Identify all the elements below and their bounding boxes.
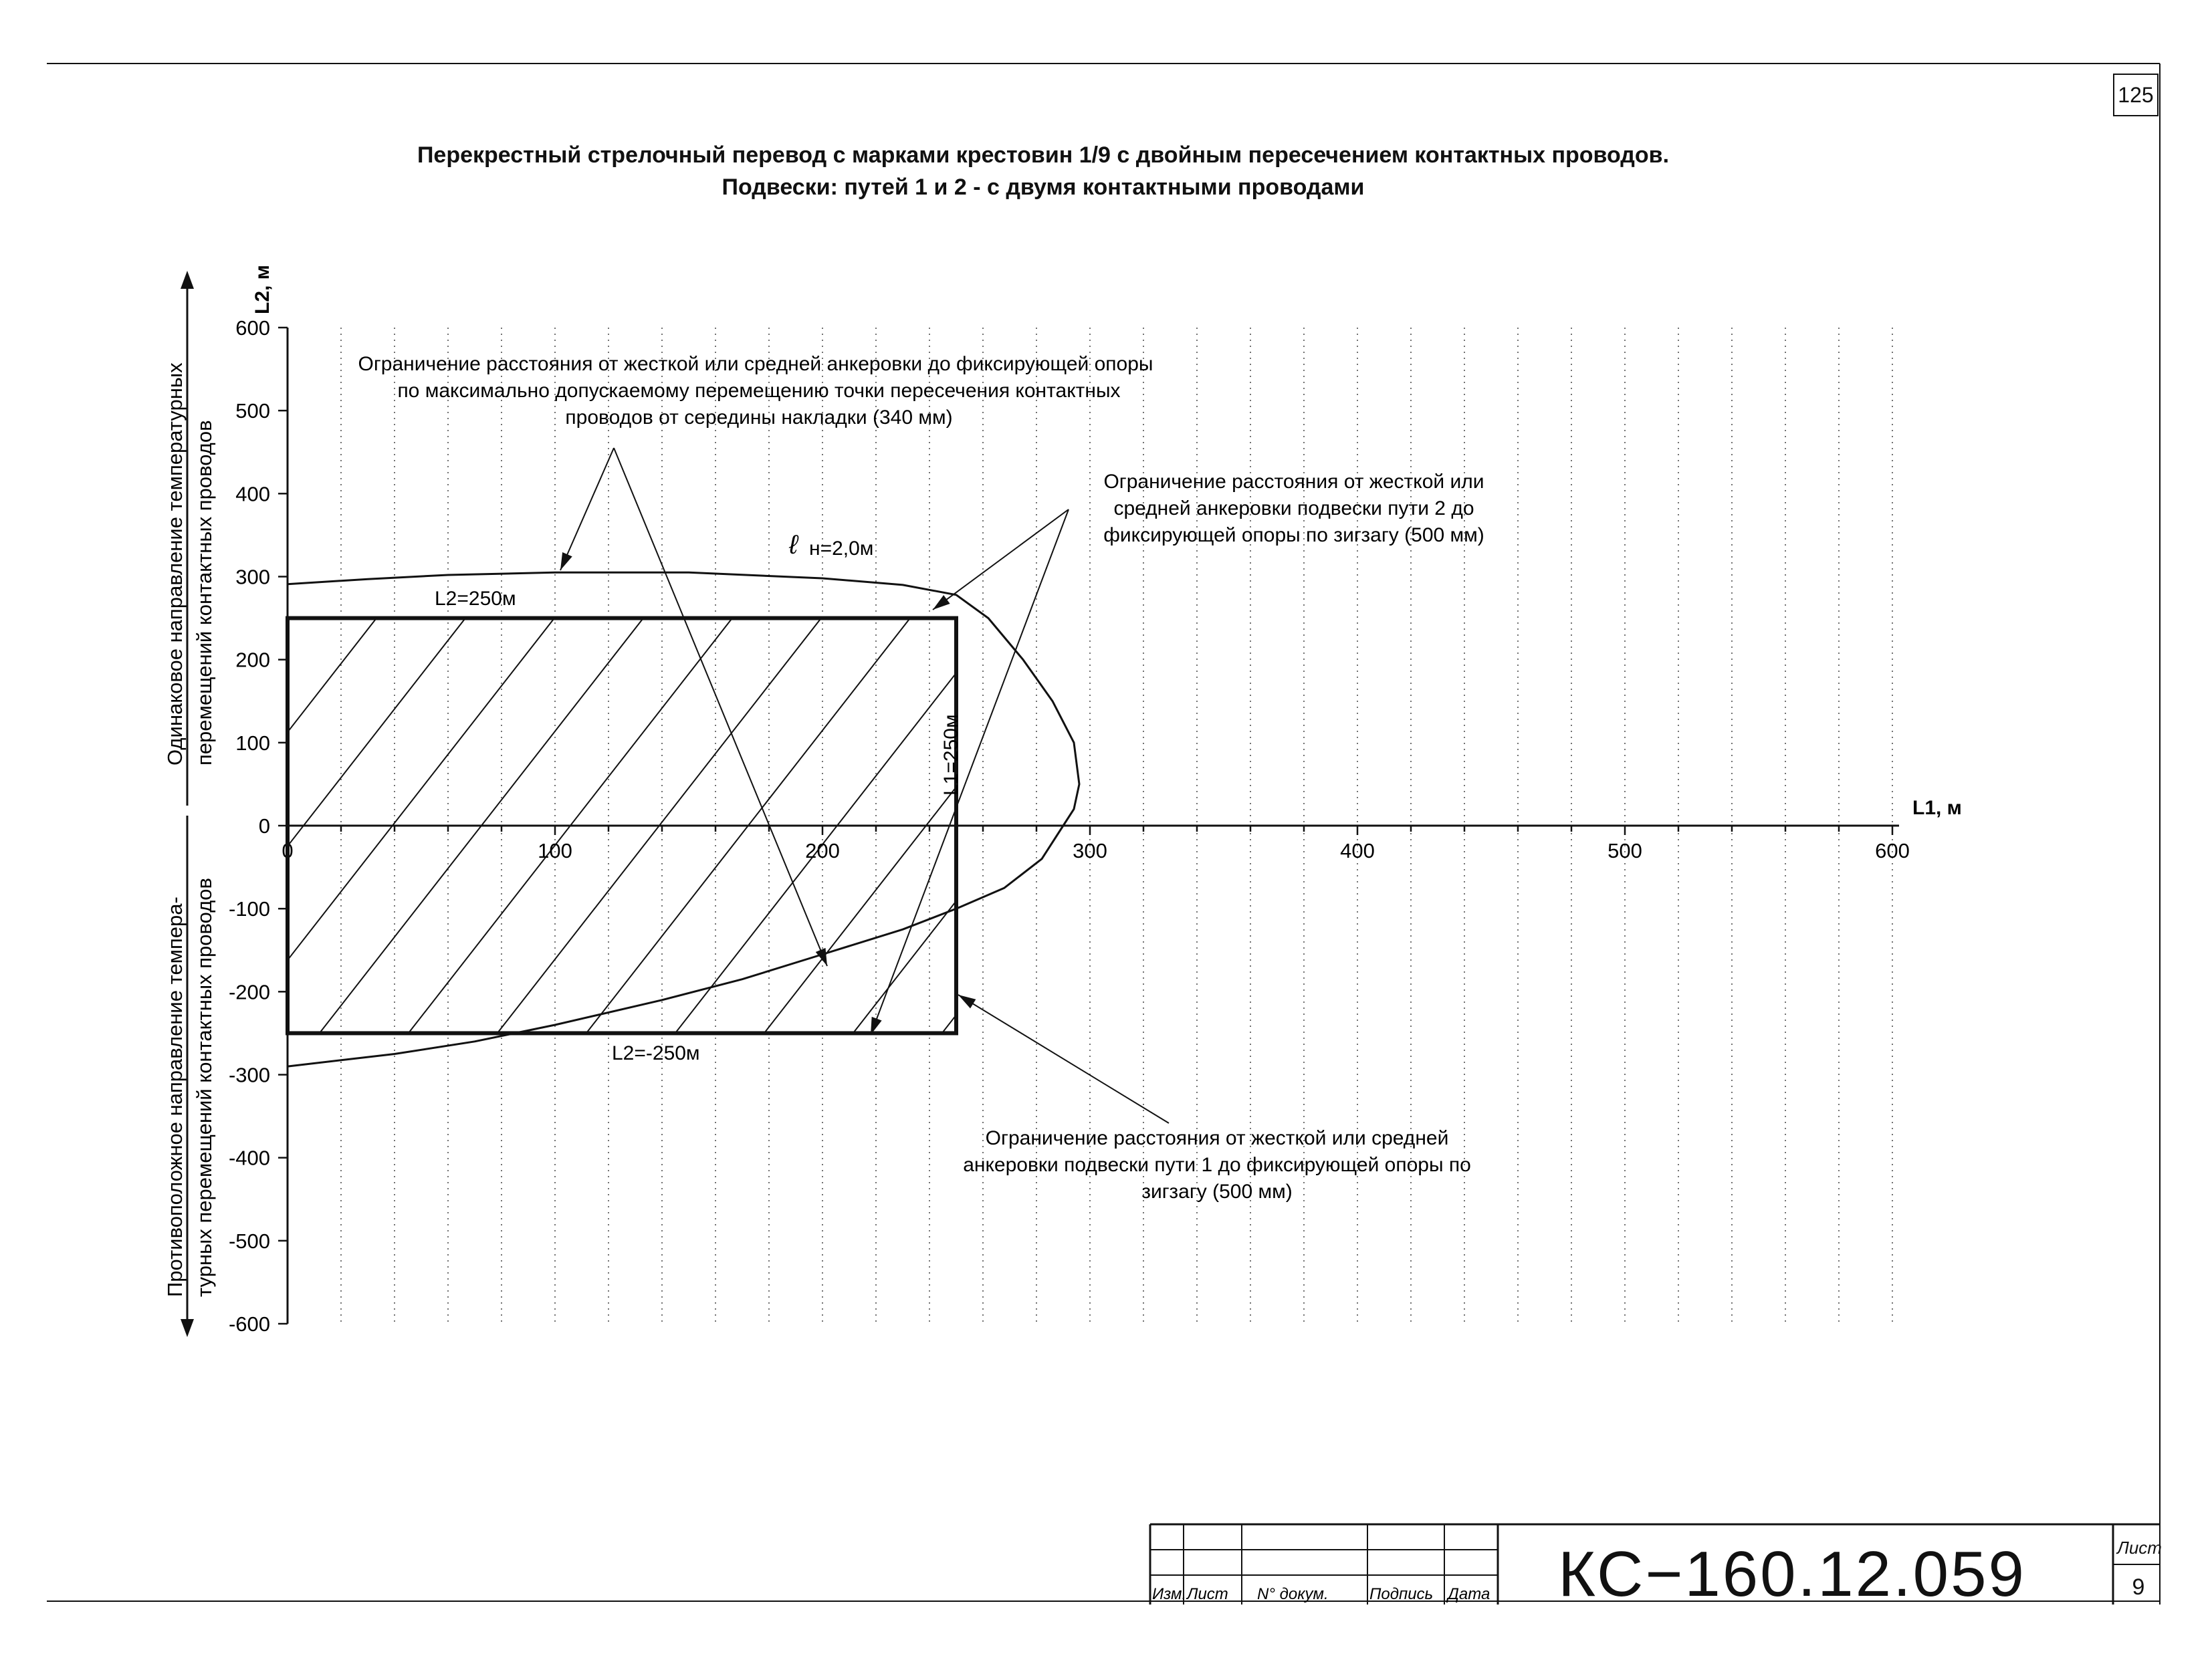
leader-line [932, 509, 1069, 610]
annotation-right-line2: средней анкеровки подвески пути 2 до [1113, 497, 1474, 519]
sheet-label: Лист [2117, 1538, 2162, 1558]
title-block-header-list: Лист [1186, 1585, 1228, 1603]
series-layer [286, 571, 1081, 1068]
curve-symbol: ℓ [788, 530, 799, 560]
y-tick-label: -600 [229, 1312, 270, 1336]
y-tick-label: 400 [235, 482, 270, 505]
x-axis-label: L1, м [1912, 797, 1962, 819]
title-block-header-izm: Изм. [1152, 1585, 1186, 1603]
leader-arrowhead [958, 995, 976, 1009]
x-tick-label: 300 [1073, 839, 1107, 862]
y-tick-label: 300 [235, 565, 270, 588]
lower-arrow-head [181, 1319, 194, 1337]
leader-arrowhead [560, 552, 572, 570]
upper-arrow-head [181, 271, 194, 289]
leader-lines [560, 447, 1170, 1124]
hatch-line [0, 618, 288, 1034]
leader-arrowhead [871, 1016, 882, 1035]
side-label-lower-1: Противоположное направление темпера- [163, 897, 187, 1297]
limit-rectangle [286, 616, 958, 1036]
x-tick-label: 500 [1608, 839, 1642, 862]
y-tick-label: -500 [229, 1229, 270, 1253]
side-label-upper-1: Одинаковое направление температурных [163, 362, 187, 765]
sheet-number: 9 [2132, 1574, 2145, 1600]
annotation-bottom-line3: зигзагу (500 мм) [1141, 1181, 1292, 1203]
annotation-bottom-line2: анкеровки подвески пути 1 до фиксирующей… [963, 1154, 1471, 1176]
page-number: 125 [2113, 74, 2159, 116]
hatch-line [288, 618, 377, 733]
x-tick-label: 400 [1340, 839, 1375, 862]
x-tick-label: 600 [1875, 839, 1910, 862]
document-code: КС−160.12.059 [1558, 1538, 2026, 1610]
y-tick-label: -300 [229, 1064, 270, 1087]
title-block-header-date: Дата [1446, 1585, 1490, 1603]
annotation-top-line3: проводов от середины накладки (340 мм) [565, 406, 952, 429]
chart-title-line1: Перекрестный стрелочный перевод с маркам… [417, 142, 1670, 168]
leader-line [613, 447, 828, 967]
y-tick-label: 500 [235, 399, 270, 423]
hatch-line [852, 900, 956, 1034]
annotation-top-line1: Ограничение расстояния от жесткой или ср… [358, 353, 1153, 375]
y-tick-label: 600 [235, 316, 270, 340]
leader-arrowhead [815, 947, 827, 966]
annotation-bottom-line1: Ограничение расстояния от жесткой или ср… [986, 1127, 1449, 1149]
title-block-header-doc: N° докум. [1257, 1585, 1329, 1603]
annotation-right-line1: Ограничение расстояния от жесткой или [1103, 471, 1484, 493]
y-tick-labels: 600 500 400 300 200 100 0 -100 -200 -300 -400 -500 -… [229, 316, 270, 1336]
annotation-top-line2: по максимально допускаемому перемещению … [397, 380, 1120, 402]
y-tick-label: 0 [259, 814, 270, 838]
title-block-header-sign: Подпись [1369, 1585, 1433, 1603]
l2-negative-label: L2=-250м [612, 1042, 700, 1064]
l1-label: L1=250м [940, 714, 962, 796]
leader-line [870, 509, 1069, 1036]
annotation-right-line3: фиксирующей опоры по зигзагу (500 мм) [1103, 524, 1484, 546]
y-axis-label: L2, м [251, 265, 273, 314]
series-line-ln [287, 571, 1081, 1068]
chart-title-line2: Подвески: путей 1 и 2 - с двумя контактн… [722, 174, 1365, 200]
y-tick-label: 200 [235, 648, 270, 672]
l2-positive-label: L2=250м [435, 588, 516, 610]
y-tick-label: -200 [229, 980, 270, 1003]
title-block [1149, 1523, 2160, 1605]
leader-line [958, 994, 1170, 1124]
y-tick-label: 100 [235, 731, 270, 755]
leader-line [560, 447, 615, 571]
curve-label: н=2,0м [809, 538, 873, 560]
y-tick-label: -400 [229, 1147, 270, 1170]
y-tick-label: -100 [229, 897, 270, 921]
side-label-upper-2: перемещений контактных проводов [193, 420, 216, 765]
side-label-lower-2: турных перемещений контактных проводов [193, 878, 216, 1297]
x-tick-label: 200 [805, 839, 840, 862]
leader-arrowhead [933, 595, 950, 610]
x-tick-label: 100 [538, 839, 572, 862]
